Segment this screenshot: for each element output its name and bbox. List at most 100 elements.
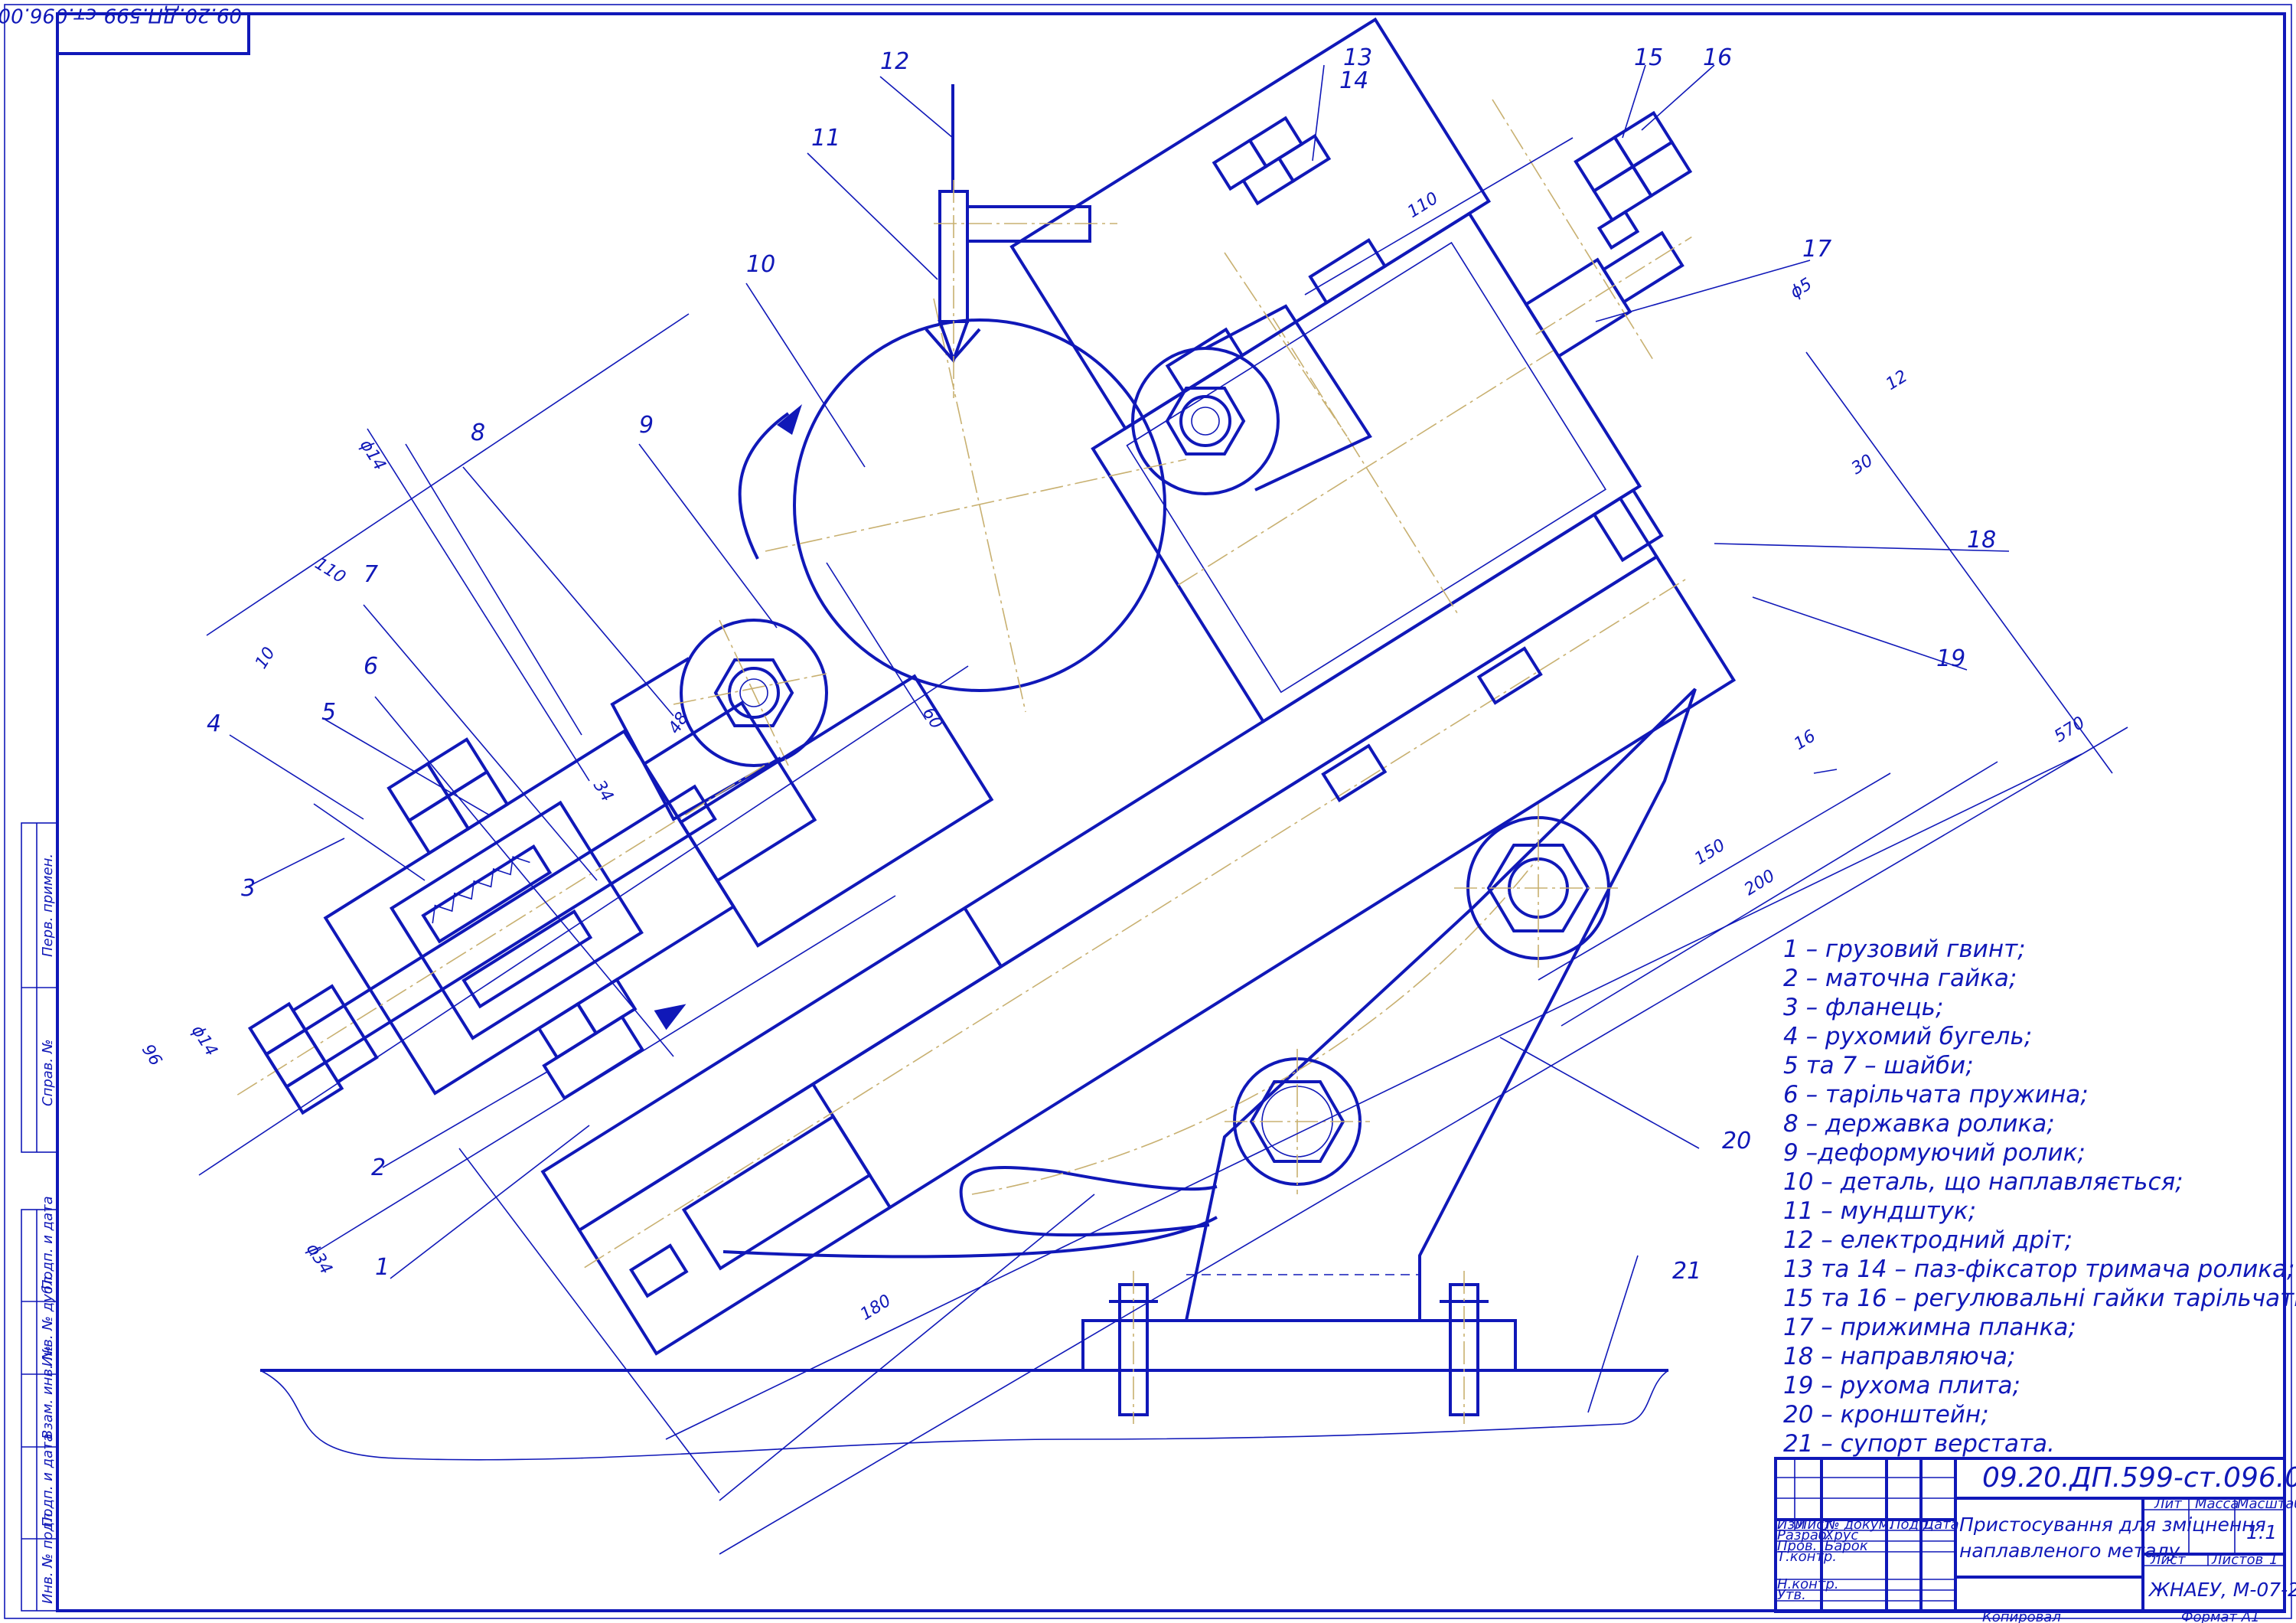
tb-role-approve: Утв. [1777,1587,1806,1603]
extension-lines [198,137,2128,1555]
tb-head-date: Дата [1923,1517,1959,1533]
tb-sheet: Лист [2150,1552,2186,1568]
legend-item-4: 4 – рухомий бугель; [1783,1023,2032,1050]
tb-scale-value: 1:1 [2246,1521,2277,1543]
tb-format: Формат А1 [2181,1609,2260,1623]
tb-role-tcontrol: Т.контр. [1777,1549,1837,1565]
callout-15: 15 [1634,44,1663,71]
dim-110-left: 110 [311,554,349,587]
callout-5: 5 [321,699,336,726]
stamp-podp-data-2: Подп. и дата [40,1433,56,1527]
tb-name-line2: наплавленого металу [1959,1540,2181,1562]
dim-34: 34 [589,777,617,805]
tb-head-sign: Подп. [1890,1517,1932,1533]
legend-item-14: 17 – прижимна планка; [1783,1314,2076,1341]
top-code-stamp: 09.20.ДП.599-ст.096.00.000 [0,4,242,27]
callout-13: 13 [1343,44,1372,71]
dim-phi34: ϕ34 [302,1240,336,1278]
legend-item-6: 6 – тарільчата пружина; [1783,1081,2089,1109]
tb-role-ncontrol: Н.контр. [1777,1576,1839,1592]
callout-7: 7 [364,561,378,588]
welding-nozzle [925,84,1117,398]
mechanism [236,17,1737,1461]
callout-1: 1 [375,1254,390,1281]
workpiece [765,298,1187,713]
bracket [722,687,1697,1321]
stamp-perv-primen: Перв. примен. [40,854,56,957]
callout-17: 17 [1802,236,1831,263]
tb-col-scale: Масштаб [2237,1496,2296,1512]
tb-designation: 09.20.ДП.599-ст.096.00.000 [1982,1462,2296,1494]
dim-phi14-bot: ϕ14 [188,1022,221,1060]
dim-30: 30 [1848,451,1877,478]
callout-2: 2 [371,1154,386,1181]
dim-180: 180 [857,1292,895,1324]
callout-8: 8 [471,420,485,446]
sheet-frame [4,4,2292,1619]
legend-item-5: 5 та 7 – шайби; [1783,1052,1974,1079]
stamp-inv-podl: Инв. № подл. [40,1509,56,1604]
tb-role-check: Пров. [1777,1538,1817,1554]
legend-item-12: 13 та 14 – паз-фіксатор тримача ролика; [1783,1256,2294,1283]
tb-col-mass: Масса [2195,1496,2239,1512]
legend-item-15: 18 – направляюча; [1783,1343,2015,1370]
tb-name-check: Барок [1825,1538,1868,1554]
dim-96: 96 [138,1041,165,1069]
stamp-inv-dubl: Инв. № дубл. [40,1272,56,1367]
tb-organization: ЖНАЕУ, М-07-2 [2148,1579,2296,1601]
legend-item-3: 3 – фланець; [1783,994,1943,1021]
tb-name-develop: Хрус [1824,1527,1858,1543]
dim-110-top: 110 [1404,189,1442,222]
callout-10: 10 [746,251,775,278]
legend-item-8: 9 –деформуючий ролик; [1783,1139,2086,1167]
callout-14: 14 [1339,67,1368,94]
legend-item-2: 2 – маточна гайка; [1783,965,2017,992]
legend-item-10: 11 – мундштук; [1783,1197,1976,1225]
callout-11: 11 [811,125,840,152]
side-stamp-labels: Перв. примен. Справ. № Подп. и дата Инв.… [40,854,56,1604]
dim-10: 10 [252,644,279,672]
dim-16: 16 [1791,727,1819,754]
callout-6: 6 [364,653,378,680]
rotation-arrow [738,404,802,560]
parts-legend: 1 – грузовий гвинт; 2 – маточна гайка; 3… [1783,936,2296,1458]
tb-head-list: Лист [1796,1517,1832,1533]
callout-12: 12 [880,48,909,75]
callout-numbers: 1 2 3 4 5 6 7 8 9 10 11 12 13 14 15 16 1… [207,44,1996,1285]
tb-copied: Копировал [1982,1609,2061,1623]
dim-phi5: ϕ5 [1787,275,1815,302]
callout-20: 20 [1722,1128,1751,1154]
leader-lines [229,64,2010,1413]
tb-sheets-value: 1 [2269,1552,2278,1568]
load-screw-assembly [236,674,994,1115]
callout-9: 9 [639,412,654,439]
legend-item-9: 10 – деталь, що наплавляється; [1783,1168,2183,1196]
stamp-vzam-inv: Взам. инв. № [40,1346,56,1439]
callout-18: 18 [1967,527,1996,554]
dim-12: 12 [1883,367,1911,394]
dim-150: 150 [1691,836,1729,869]
title-block: 09.20.ДП.599-ст.096.00.000 Пристосування… [1774,1457,2296,1623]
stamp-sprav: Справ. № [40,1039,56,1106]
dim-570: 570 [2051,714,2089,746]
dim-48: 48 [665,709,693,737]
legend-item-18: 21 – супорт верстата. [1783,1430,2055,1458]
legend-item-1: 1 – грузовий гвинт; [1783,936,2026,963]
legend-item-17: 20 – кронштейн; [1783,1401,1989,1429]
tb-role-develop: Разраб. [1777,1527,1831,1543]
callout-3: 3 [241,875,256,902]
legend-item-16: 19 – рухома плита; [1783,1372,2020,1399]
tb-name-line1: Пристосування для зміцнення [1959,1514,2266,1536]
dim-phi14-top: ϕ14 [356,436,390,474]
stamp-podp-data-1: Подп. и дата [40,1196,56,1290]
tb-sheets: Листов [2211,1552,2263,1568]
bracket-base [1081,1271,1517,1424]
dim-60: 60 [918,704,946,733]
upper-roller-holder [1131,99,1693,495]
guide-and-plate [540,17,1737,1356]
legend-item-7: 8 – державка ролика; [1783,1110,2055,1138]
legend-item-13: 15 та 16 – регулювальні гайки тарільчати… [1783,1285,2296,1312]
dim-200: 200 [1741,867,1779,900]
tb-head-doc: № докум. [1825,1517,1893,1533]
tb-col-lit: Лит [2154,1496,2182,1512]
